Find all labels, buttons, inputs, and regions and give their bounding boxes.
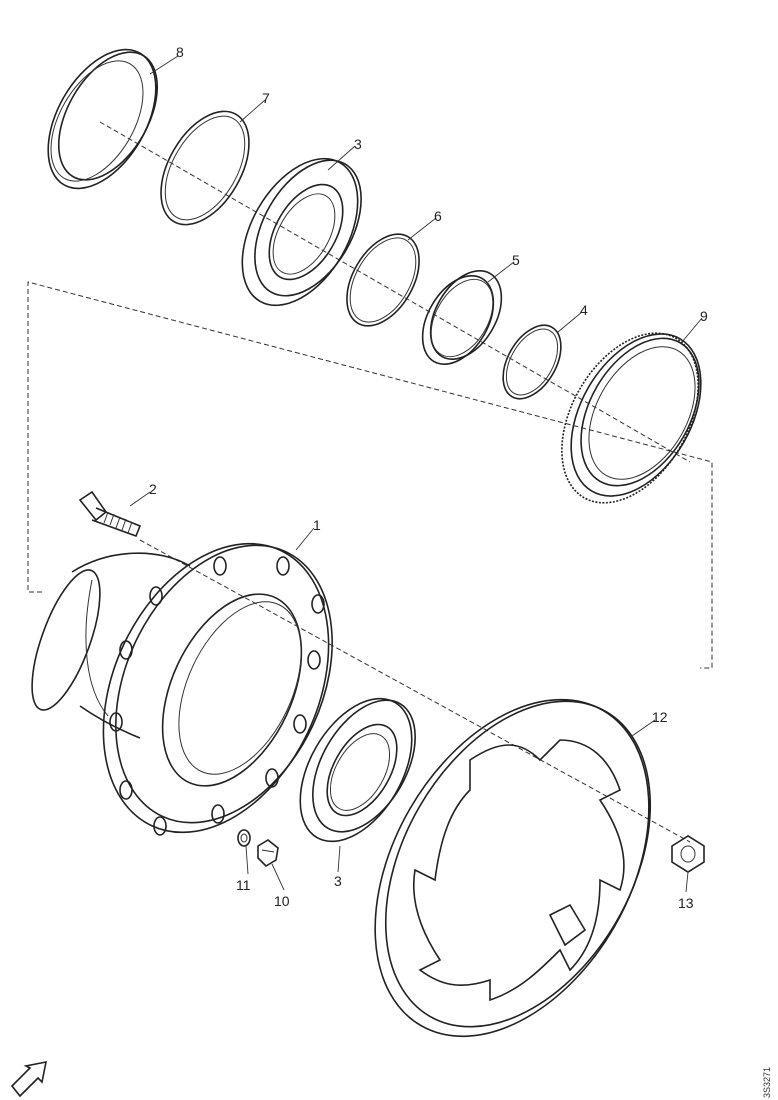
reference-code: 3S3271 [762, 1067, 772, 1098]
label-part-1: 1 [313, 517, 321, 533]
part-5-sleeve [421, 270, 503, 365]
part-11-washer [237, 829, 251, 847]
label-part-3-top: 3 [354, 136, 362, 152]
part-10-plug [257, 839, 279, 868]
label-part-4: 4 [580, 302, 588, 318]
label-part-8-top: 8 [176, 44, 184, 60]
label-part-10: 10 [274, 893, 290, 909]
part-9-toothed-ring [561, 332, 702, 504]
assembly-boundary [27, 281, 713, 669]
label-part-5: 5 [512, 252, 520, 268]
part-3-bearing-bottom [299, 697, 416, 843]
part-6-snap-ring [346, 233, 420, 327]
part-8-seal-ring [47, 48, 159, 190]
label-part-9: 9 [700, 308, 708, 324]
part-3-bearing-top [241, 157, 362, 307]
label-part-3-bottom: 3 [334, 873, 342, 889]
label-part-6: 6 [434, 208, 442, 224]
label-part-12: 12 [652, 709, 668, 725]
center-axis-upper [99, 121, 691, 463]
label-part-11: 11 [236, 877, 251, 893]
part-1-wheel-hub [31, 542, 333, 836]
label-part-7: 7 [262, 90, 270, 106]
part-4-retaining-ring [502, 324, 562, 400]
direction-arrow-icon [10, 1060, 48, 1098]
leader-lines [129, 55, 703, 893]
label-part-2: 2 [149, 481, 157, 497]
part-2-stud-bolt [78, 490, 142, 538]
part-12-brake-plate [374, 698, 652, 1038]
part-7-o-ring [160, 110, 250, 226]
center-axis-lower [139, 539, 691, 843]
part-13-nut [671, 835, 705, 873]
flange-stud-holes [109, 556, 325, 836]
label-part-13: 13 [678, 895, 694, 911]
